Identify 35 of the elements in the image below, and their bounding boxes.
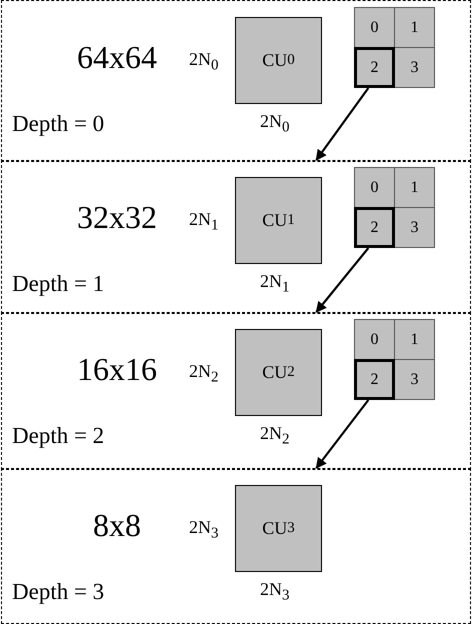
quadrant-square: 0 — [354, 167, 395, 208]
quadrant-square: 1 — [394, 167, 435, 208]
dimension-label: 2N$_{3}$ — [260, 579, 290, 605]
quadrant-square: 2 — [354, 47, 395, 88]
dimension-label: 2N$_{1}$ — [260, 271, 290, 297]
block-size-label: 8x8 — [92, 507, 142, 544]
dimension-label: 2N$_{0}$ — [189, 49, 218, 75]
quadrant-square: 3 — [394, 359, 435, 400]
quadrant-square: 1 — [394, 7, 435, 48]
dimension-label: 2N$_{3}$ — [189, 517, 218, 543]
dimension-label: 2N$_{0}$ — [260, 111, 290, 137]
level-panel — [1, 468, 471, 624]
arrow — [315, 87, 370, 161]
depth-label: Depth = 2 — [12, 423, 104, 449]
dimension-label: 2N$_{2}$ — [260, 423, 290, 449]
quadrant-square: 2 — [354, 359, 395, 400]
block-size-label: 16x16 — [76, 351, 158, 388]
level-panel — [1, 312, 471, 470]
quadrant-square: 0 — [354, 7, 395, 48]
arrow — [315, 399, 370, 469]
dimension-label: 2N$_{1}$ — [189, 209, 218, 235]
depth-label: Depth = 1 — [12, 271, 104, 297]
quadrant-square: 3 — [394, 207, 435, 248]
level-panel — [1, 160, 471, 314]
dimension-label: 2N$_{2}$ — [189, 361, 218, 387]
quadrant-square: 3 — [394, 47, 435, 88]
block-size-label: 32x32 — [76, 199, 158, 236]
arrow — [316, 247, 370, 313]
quadrant-square: 1 — [394, 319, 435, 360]
block-size-label: 64x64 — [76, 39, 158, 76]
depth-label: Depth = 3 — [12, 579, 104, 605]
depth-label: Depth = 0 — [12, 111, 104, 137]
level-panel — [1, 0, 471, 162]
quadrant-square: 2 — [354, 207, 395, 248]
quadrant-square: 0 — [354, 319, 395, 360]
